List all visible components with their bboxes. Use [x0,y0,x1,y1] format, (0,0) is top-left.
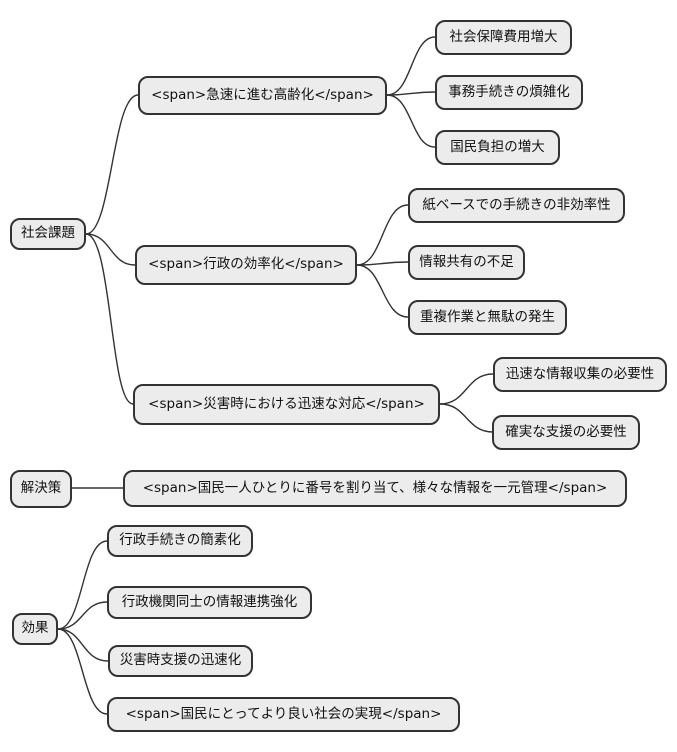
edge-branch1-leaf2 [386,91,436,96]
edge-root1-branch2 [85,233,136,266]
mindmap-leaf-info-sharing-lack: 情報共有の不足 [408,245,525,280]
edge-branch3-leaf2 [439,403,494,433]
edge-root3-branch3 [57,628,109,662]
mindmap-branch-aging: <span>急速に進む高齢化</span> [138,76,387,115]
edge-root1-branch1 [85,94,139,235]
edge-branch2-leaf1 [356,204,409,266]
mindmap-branch-better-society: <span>国民にとってより良い社会の実現</span> [107,697,460,732]
edge-branch2-leaf3 [356,264,409,318]
mindmap-leaf-complex-paperwork: 事務手続きの煩雑化 [435,75,583,110]
mindmap-leaf-rapid-info-gathering: 迅速な情報収集の必要性 [493,357,667,392]
edge-branch1-leaf3 [386,94,436,148]
mindmap-branch-admin-efficiency: <span>行政の効率化</span> [135,245,357,285]
mindmap-branch-number-management: <span>国民一人ひとりに番号を割り当て、様々な情報を一元管理</span> [123,470,627,507]
mindmap-branch-faster-disaster-support: 災害時支援の迅速化 [108,645,253,677]
mindmap-root-solution: 解決策 [10,470,72,508]
edge-root3-branch4 [57,628,108,715]
mindmap-root-social-issues: 社会課題 [10,218,86,250]
edge-branch2-leaf2 [356,261,409,266]
mindmap-branch-agency-info-linkage: 行政機関同士の情報連携強化 [107,586,312,619]
mindmap-leaf-social-security-costs: 社会保障費用増大 [435,20,572,55]
edge-root3-branch1 [57,540,108,630]
mindmap-root-effects: 効果 [12,613,58,645]
mindmap-leaf-citizen-burden: 国民負担の増大 [435,130,560,165]
mindmap-branch-simplified-procedures: 行政手続きの簡素化 [107,525,253,557]
mindmap-branch-disaster-response: <span>災害時における迅速な対応</span> [133,384,440,425]
mindmap-leaf-reliable-support: 確実な支援の必要性 [492,415,640,450]
mindmap-leaf-paper-inefficiency: 紙ベースでの手続きの非効率性 [408,188,625,223]
edge-branch3-leaf1 [439,373,494,405]
edge-root1-branch3 [85,233,134,405]
edge-root3-branch2 [57,601,108,630]
edge-branch1-leaf1 [386,36,436,96]
mindmap-leaf-duplicate-work: 重複作業と無駄の発生 [408,300,567,335]
